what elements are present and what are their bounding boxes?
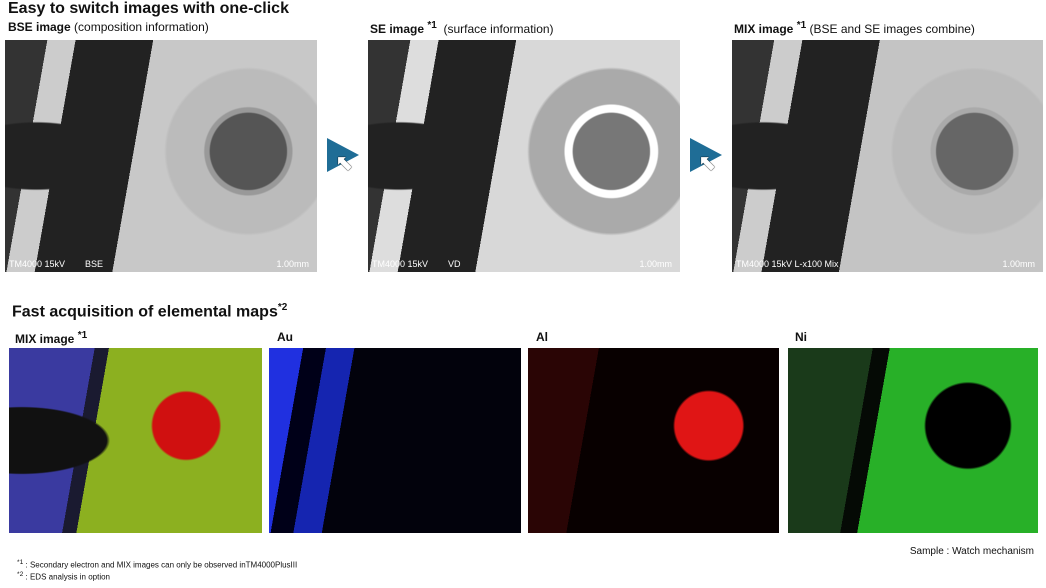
switch-arrow-icon	[327, 138, 359, 172]
mix-label: MIX image *1 (BSE and SE images combine)	[734, 20, 975, 36]
map-label-al: Al	[536, 330, 548, 344]
overlay-info: TM4000 15kV BSE	[9, 259, 104, 269]
cursor-icon: ⬉	[335, 150, 354, 175]
scale-bar-label: 1.00mm	[1002, 259, 1035, 269]
map-label-au: Au	[277, 330, 293, 344]
scale-bar-label: 1.00mm	[276, 259, 309, 269]
overlay-info: TM4000 15kV VD	[372, 259, 461, 269]
cursor-icon: ⬉	[698, 150, 717, 175]
al-map-image	[528, 348, 779, 533]
map-label-mix: MIX image *1	[15, 330, 88, 346]
overlay-info: TM4000 15kV L-x100 Mix	[736, 259, 839, 269]
mix-map-image	[9, 348, 262, 533]
se-label: SE image *1 (surface information)	[370, 20, 554, 36]
switch-arrow-icon	[690, 138, 722, 172]
footnote-2: *2 : EDS analysis in option	[17, 571, 111, 582]
footnote-1: *1 : Secondary electron and MIX images c…	[17, 559, 298, 570]
bse-label: BSE image (composition information)	[8, 20, 209, 34]
au-map-image	[269, 348, 521, 533]
ni-map-image	[788, 348, 1038, 533]
bse-image: TM4000 15kV BSE 1.00mm	[5, 40, 317, 272]
map-label-ni: Ni	[795, 330, 807, 344]
section1-title: Easy to switch images with one-click	[8, 0, 289, 17]
scale-bar-label: 1.00mm	[639, 259, 672, 269]
section2-title: Fast acquisition of elemental maps*2	[12, 302, 288, 321]
sample-caption: Sample : Watch mechanism	[909, 546, 1034, 557]
se-image: TM4000 15kV VD 1.00mm	[368, 40, 680, 272]
mix-image: TM4000 15kV L-x100 Mix 1.00mm	[732, 40, 1043, 272]
